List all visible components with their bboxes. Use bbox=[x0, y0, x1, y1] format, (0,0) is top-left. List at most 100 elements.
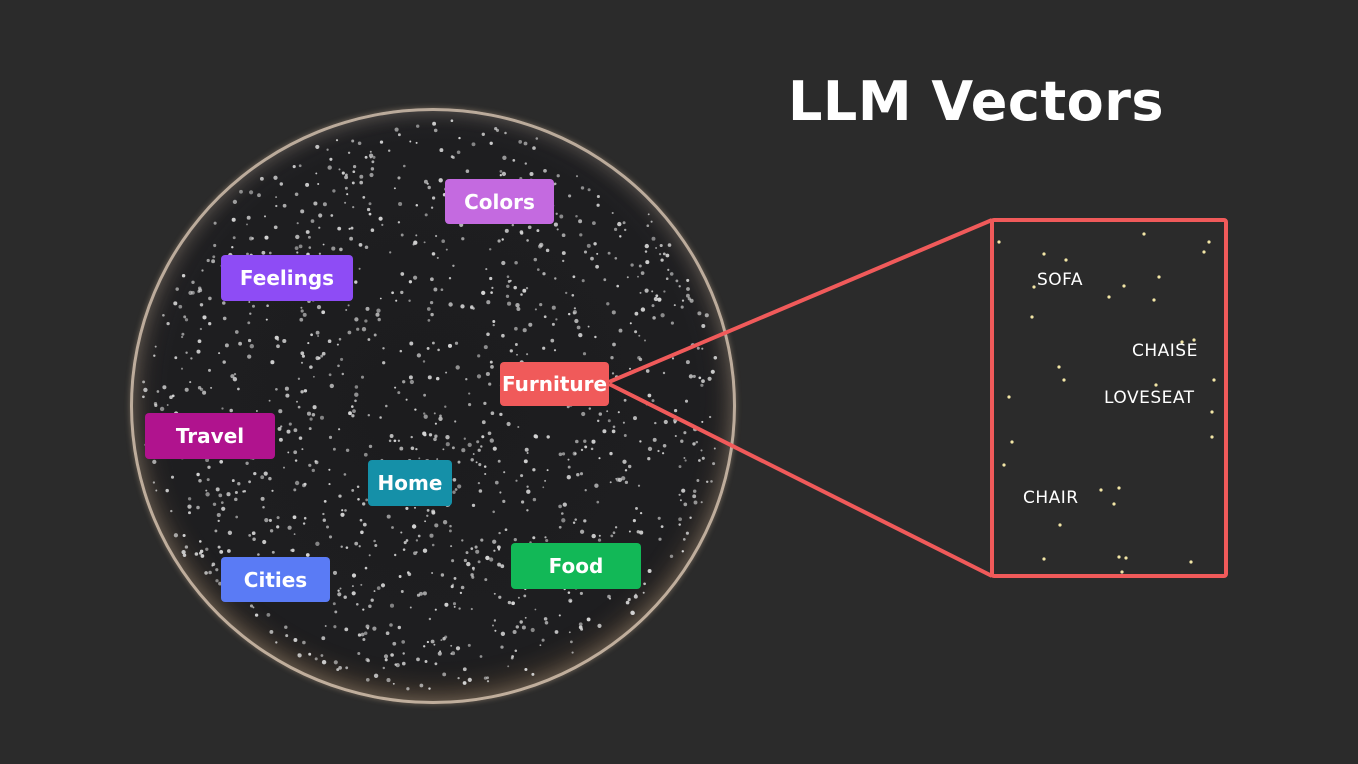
zoom-dot bbox=[1210, 410, 1214, 414]
vector-particle bbox=[530, 627, 535, 633]
vector-particle bbox=[562, 502, 567, 507]
vector-particle bbox=[692, 494, 697, 499]
vector-particle bbox=[373, 673, 379, 678]
vector-particle bbox=[659, 243, 663, 248]
vector-particle bbox=[536, 229, 540, 233]
vector-particle bbox=[298, 436, 303, 440]
vector-particle bbox=[673, 421, 677, 424]
vector-particle bbox=[679, 499, 682, 502]
vector-particle bbox=[486, 680, 490, 683]
vector-particle bbox=[558, 525, 562, 529]
vector-particle bbox=[222, 360, 226, 364]
vector-particle bbox=[434, 523, 439, 528]
vector-particle bbox=[344, 201, 347, 204]
vector-particle bbox=[322, 202, 327, 207]
vector-particle bbox=[489, 276, 493, 281]
vector-particle bbox=[493, 592, 496, 595]
vector-particle bbox=[597, 623, 602, 629]
vector-particle bbox=[266, 304, 269, 307]
vector-particle bbox=[247, 321, 251, 325]
vector-particle bbox=[487, 431, 492, 436]
vector-particle bbox=[219, 459, 224, 464]
vector-particle bbox=[426, 307, 431, 311]
vector-particle bbox=[312, 405, 317, 410]
vector-particle bbox=[316, 305, 322, 310]
vector-particle bbox=[218, 581, 222, 586]
vector-particle bbox=[245, 461, 249, 465]
vector-particle bbox=[627, 464, 632, 469]
vector-particle bbox=[436, 458, 439, 461]
vector-particle bbox=[423, 393, 426, 397]
vector-particle bbox=[345, 173, 348, 177]
vector-particle bbox=[445, 435, 450, 440]
vector-particle bbox=[524, 667, 528, 672]
vector-particle bbox=[246, 223, 248, 226]
vector-particle bbox=[339, 247, 343, 252]
vector-particle bbox=[365, 306, 370, 311]
vector-particle bbox=[276, 338, 280, 341]
vector-particle bbox=[483, 465, 487, 468]
vector-particle bbox=[532, 536, 536, 540]
vector-particle bbox=[456, 150, 461, 155]
vector-particle bbox=[320, 354, 324, 358]
vector-particle bbox=[670, 321, 674, 325]
vector-particle bbox=[321, 636, 326, 641]
vector-particle bbox=[454, 341, 459, 345]
vector-particle bbox=[501, 238, 504, 241]
vector-particle bbox=[575, 439, 579, 444]
vector-particle bbox=[511, 601, 515, 606]
vector-particle bbox=[650, 220, 653, 223]
vector-particle bbox=[657, 516, 661, 520]
vector-particle bbox=[154, 345, 157, 348]
vector-particle bbox=[273, 225, 278, 230]
vector-particle bbox=[514, 326, 518, 331]
vector-particle bbox=[492, 320, 496, 323]
vector-particle bbox=[700, 449, 703, 452]
vector-particle bbox=[470, 607, 473, 611]
vector-particle bbox=[445, 248, 448, 251]
vector-particle bbox=[515, 625, 519, 629]
vector-particle bbox=[647, 457, 651, 461]
vector-particle bbox=[235, 515, 239, 519]
vector-particle bbox=[275, 204, 278, 208]
vector-particle bbox=[297, 377, 301, 380]
vector-particle bbox=[513, 537, 517, 542]
vector-particle bbox=[458, 136, 461, 140]
vector-particle bbox=[389, 623, 393, 627]
vector-particle bbox=[351, 573, 357, 578]
vector-particle bbox=[354, 541, 359, 546]
category-travel: Travel bbox=[145, 413, 275, 459]
vector-particle bbox=[357, 633, 362, 637]
vector-particle bbox=[556, 228, 559, 231]
vector-particle bbox=[505, 294, 510, 298]
vector-particle bbox=[550, 338, 555, 343]
vector-particle bbox=[400, 531, 403, 534]
vector-particle bbox=[553, 222, 558, 227]
vector-particle bbox=[700, 383, 704, 387]
vector-particle bbox=[206, 258, 210, 263]
vector-particle bbox=[313, 375, 315, 378]
vector-particle bbox=[381, 223, 384, 226]
vector-particle bbox=[143, 387, 148, 393]
vector-particle bbox=[647, 213, 650, 216]
vector-particle bbox=[202, 315, 207, 320]
vector-particle bbox=[439, 148, 444, 153]
vector-particle bbox=[453, 576, 457, 580]
vector-particle bbox=[373, 333, 377, 337]
zoom-dot bbox=[1210, 435, 1214, 439]
vector-particle bbox=[459, 591, 463, 595]
vector-particle bbox=[397, 625, 402, 630]
vector-particle bbox=[598, 457, 601, 460]
vector-particle bbox=[644, 339, 646, 342]
vector-particle bbox=[611, 211, 614, 215]
vector-particle bbox=[462, 667, 467, 672]
vector-particle bbox=[426, 508, 430, 512]
vector-particle bbox=[561, 518, 566, 523]
vector-particle bbox=[322, 518, 326, 522]
vector-particle bbox=[154, 403, 158, 408]
category-home: Home bbox=[368, 460, 452, 506]
vector-particle bbox=[180, 335, 184, 339]
vector-particle bbox=[187, 497, 192, 501]
vector-particle bbox=[542, 346, 546, 350]
vector-particle bbox=[578, 219, 583, 224]
